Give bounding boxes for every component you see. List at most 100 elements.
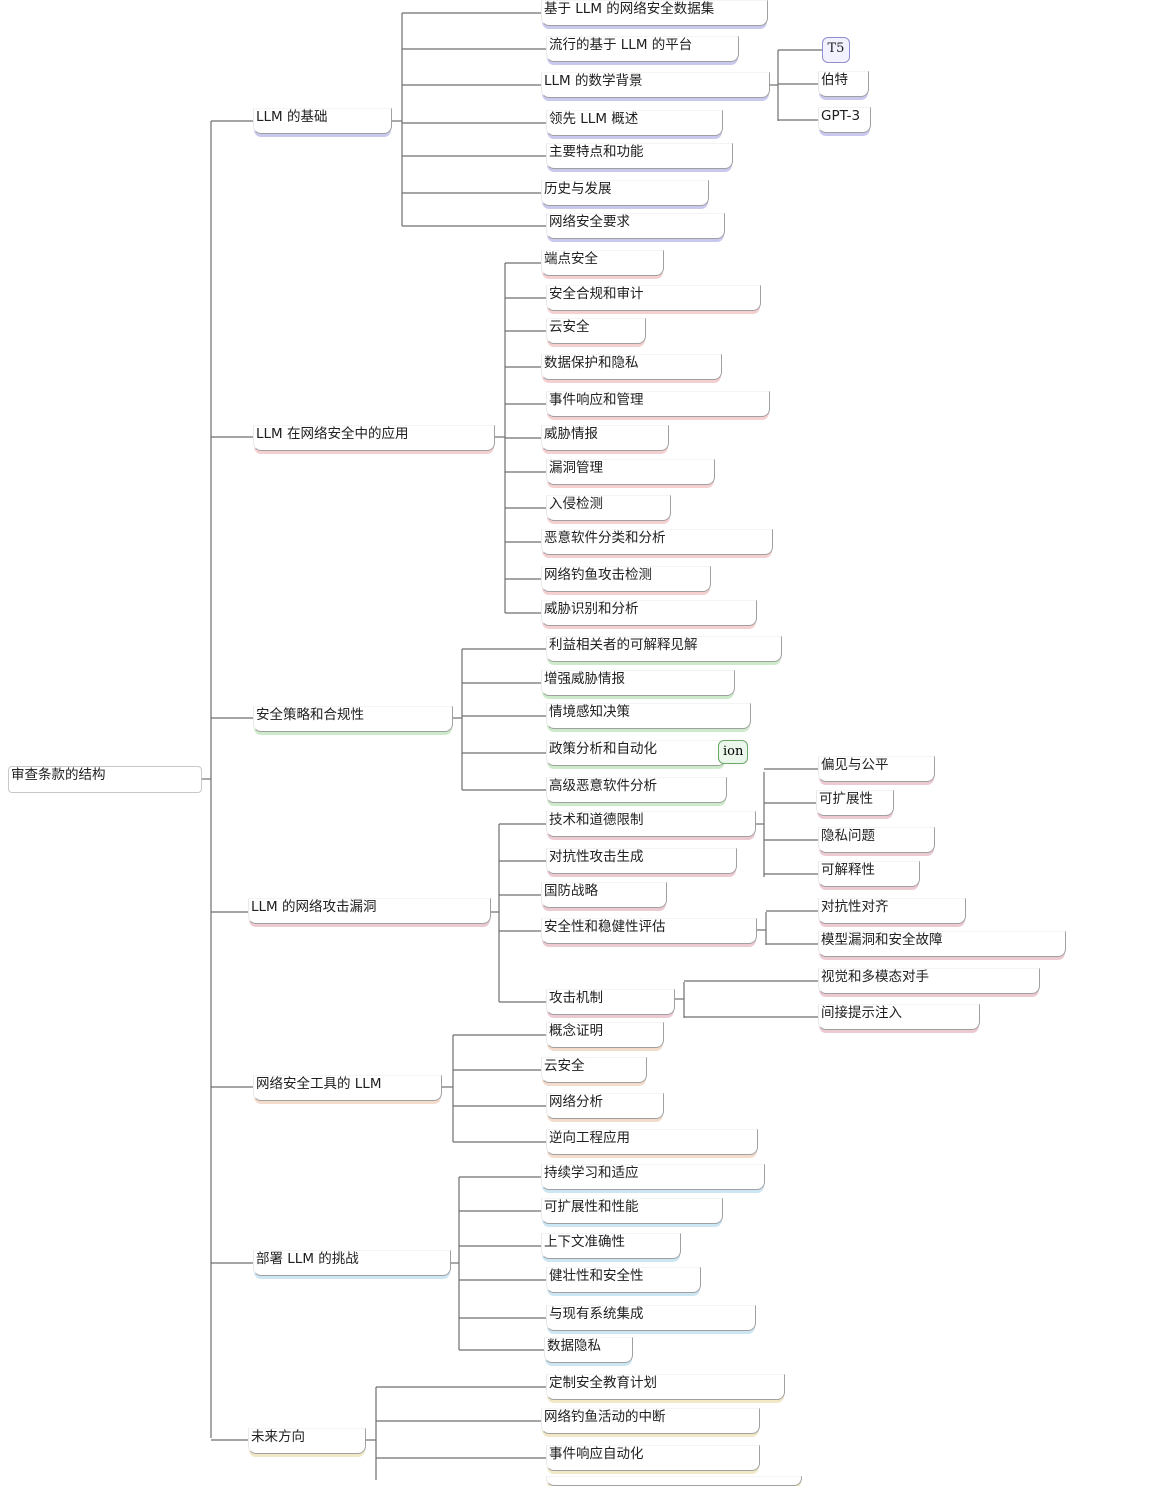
- attack-child-0[interactable]: 视觉和多模态对手: [818, 968, 1040, 994]
- leaf-tools-0[interactable]: 概念证明: [546, 1022, 664, 1048]
- leaf-challenges-4[interactable]: 与现有系统集成: [546, 1305, 756, 1331]
- leaf-basics-1[interactable]: 流行的基于 LLM 的平台: [546, 36, 739, 62]
- node-label: LLM 的网络攻击漏洞: [251, 899, 377, 915]
- tech-child-0[interactable]: 偏见与公平: [818, 756, 935, 782]
- node-label: 可解释性: [821, 862, 875, 878]
- leaf-policy-2[interactable]: 情境感知决策: [546, 703, 751, 729]
- branch-basics[interactable]: LLM 的基础: [253, 108, 392, 134]
- node-label: 安全性和稳健性评估: [544, 919, 666, 935]
- node-label: 云安全: [544, 1058, 585, 1074]
- leaf-apps-1[interactable]: 安全合规和审计: [546, 285, 761, 311]
- eval-child-1[interactable]: 模型漏洞和安全故障: [818, 931, 1066, 957]
- node-label: 偏见与公平: [821, 757, 889, 773]
- tech-child-2[interactable]: 隐私问题: [818, 827, 935, 853]
- node-label: 网络钓鱼攻击检测: [544, 567, 652, 583]
- node-label: 对抗性对齐: [821, 899, 889, 915]
- attack-child-1[interactable]: 间接提示注入: [818, 1004, 980, 1030]
- math-child-1[interactable]: 伯特: [818, 71, 869, 97]
- tech-child-1[interactable]: 可扩展性: [816, 790, 894, 816]
- leaf-vuln-1[interactable]: 对抗性攻击生成: [546, 848, 737, 874]
- leaf-future-1[interactable]: 网络钓鱼活动的中断: [541, 1408, 760, 1434]
- node-label: 威胁情报: [544, 426, 598, 442]
- leaf-challenges-5[interactable]: 数据隐私: [544, 1337, 633, 1363]
- leaf-apps-7[interactable]: 入侵检测: [546, 495, 671, 521]
- node-label: T5: [827, 41, 845, 56]
- node-label: 安全合规和审计: [549, 286, 644, 302]
- math-child-2[interactable]: GPT-3: [818, 107, 871, 133]
- leaf-future-2[interactable]: 事件响应自动化: [546, 1445, 760, 1471]
- leaf-basics-3[interactable]: 领先 LLM 概述: [546, 110, 723, 136]
- leaf-basics-5[interactable]: 历史与发展: [541, 180, 709, 206]
- leaf-vuln-4[interactable]: 攻击机制: [546, 989, 675, 1015]
- branch-tools[interactable]: 网络安全工具的 LLM: [253, 1075, 442, 1101]
- branch-future[interactable]: 未来方向: [248, 1428, 366, 1454]
- node-label: 安全策略和合规性: [256, 707, 364, 723]
- leaf-basics-0[interactable]: 基于 LLM 的网络安全数据集: [541, 0, 768, 26]
- node-label: 网络钓鱼活动的中断: [544, 1409, 666, 1425]
- tech-child-3[interactable]: 可解释性: [818, 861, 920, 887]
- leaf-apps-6[interactable]: 漏洞管理: [546, 459, 715, 485]
- node-label: 恶意软件分类和分析: [544, 530, 666, 546]
- node-label: 数据保护和隐私: [544, 355, 639, 371]
- node-label: 利益相关者的可解释见解: [549, 637, 698, 653]
- math-child-0[interactable]: T5: [822, 37, 850, 63]
- branch-apps[interactable]: LLM 在网络安全中的应用: [253, 425, 495, 451]
- node-label: 增强威胁情报: [544, 671, 625, 687]
- leaf-apps-10[interactable]: 威胁识别和分析: [541, 600, 757, 626]
- branch-vuln[interactable]: LLM 的网络攻击漏洞: [248, 898, 491, 924]
- node-label: 对抗性攻击生成: [549, 849, 644, 865]
- clipped-node: [546, 1476, 802, 1486]
- leaf-apps-3[interactable]: 数据保护和隐私: [541, 354, 722, 380]
- node-label: 攻击机制: [549, 990, 603, 1006]
- leaf-apps-2[interactable]: 云安全: [546, 318, 646, 344]
- leaf-challenges-3[interactable]: 健壮性和安全性: [546, 1267, 701, 1293]
- node-label: 可扩展性和性能: [544, 1199, 639, 1215]
- leaf-challenges-2[interactable]: 上下文准确性: [541, 1233, 681, 1259]
- node-label: 逆向工程应用: [549, 1130, 630, 1146]
- node-label: LLM 的基础: [256, 109, 328, 125]
- node-label: 视觉和多模态对手: [821, 969, 929, 985]
- node-label: LLM 的数学背景: [544, 73, 643, 89]
- leaf-basics-4[interactable]: 主要特点和功能: [546, 143, 733, 169]
- node-label: 网络分析: [549, 1094, 603, 1110]
- branch-challenges[interactable]: 部署 LLM 的挑战: [253, 1250, 451, 1276]
- leaf-tools-1[interactable]: 云安全: [541, 1057, 647, 1083]
- eval-child-0[interactable]: 对抗性对齐: [818, 898, 966, 924]
- leaf-challenges-1[interactable]: 可扩展性和性能: [541, 1198, 723, 1224]
- leaf-policy-4[interactable]: 高级恶意软件分析: [546, 777, 727, 803]
- leaf-policy-1[interactable]: 增强威胁情报: [541, 670, 735, 696]
- root-node[interactable]: 审查条款的结构: [8, 766, 202, 793]
- leaf-challenges-0[interactable]: 持续学习和适应: [541, 1164, 765, 1190]
- node-label: 间接提示注入: [821, 1005, 902, 1021]
- node-label: 入侵检测: [549, 496, 603, 512]
- leaf-basics-2[interactable]: LLM 的数学背景: [541, 72, 770, 98]
- leaf-vuln-0[interactable]: 技术和道德限制: [546, 811, 756, 837]
- node-label: 威胁识别和分析: [544, 601, 639, 617]
- branch-policy[interactable]: 安全策略和合规性: [253, 706, 453, 732]
- leaf-vuln-2[interactable]: 国防战略: [541, 882, 667, 908]
- node-label: 概念证明: [549, 1023, 603, 1039]
- node-label: GPT-3: [821, 108, 861, 124]
- leaf-apps-9[interactable]: 网络钓鱼攻击检测: [541, 566, 711, 592]
- node-label: 定制安全教育计划: [549, 1375, 657, 1391]
- node-label: 主要特点和功能: [549, 144, 644, 160]
- node-label: 健壮性和安全性: [549, 1268, 644, 1284]
- leaf-basics-6[interactable]: 网络安全要求: [546, 213, 725, 239]
- node-label: 基于 LLM 的网络安全数据集: [544, 1, 715, 17]
- leaf-apps-5[interactable]: 威胁情报: [541, 425, 669, 451]
- leaf-future-0[interactable]: 定制安全教育计划: [546, 1374, 785, 1400]
- leaf-policy-3[interactable]: 政策分析和自动化: [546, 740, 726, 766]
- node-label: 模型漏洞和安全故障: [821, 932, 943, 948]
- node-label: 部署 LLM 的挑战: [256, 1251, 359, 1267]
- node-label: 政策分析和自动化: [549, 741, 657, 757]
- node-label: 网络安全要求: [549, 214, 630, 230]
- leaf-tools-3[interactable]: 逆向工程应用: [546, 1129, 758, 1155]
- leaf-tools-2[interactable]: 网络分析: [546, 1093, 664, 1119]
- leaf-vuln-3[interactable]: 安全性和稳健性评估: [541, 918, 757, 944]
- leaf-policy-0[interactable]: 利益相关者的可解释见解: [546, 636, 782, 662]
- leaf-apps-4[interactable]: 事件响应和管理: [546, 391, 770, 417]
- leaf-apps-0[interactable]: 端点安全: [541, 250, 664, 276]
- leaf-apps-8[interactable]: 恶意软件分类和分析: [541, 529, 773, 555]
- node-label: 情境感知决策: [549, 704, 630, 720]
